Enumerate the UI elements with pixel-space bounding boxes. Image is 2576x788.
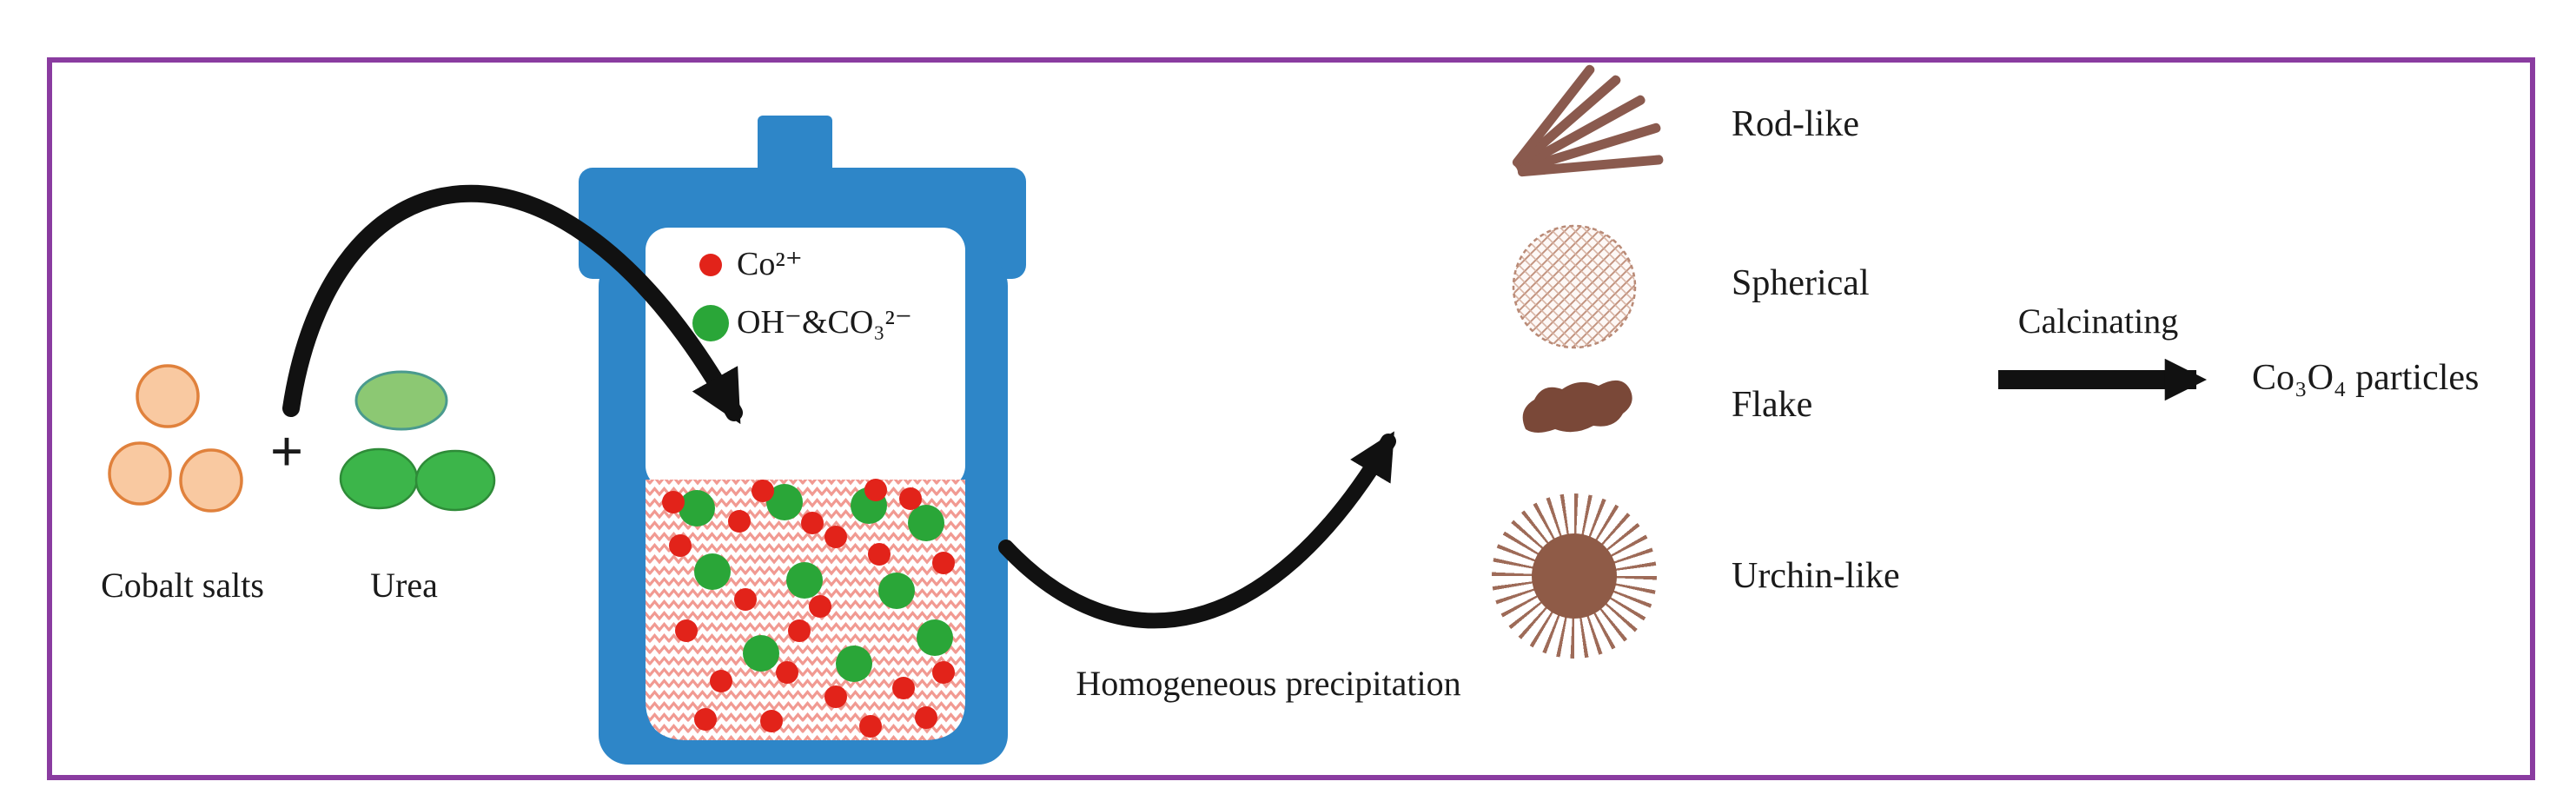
urea-icon — [339, 370, 496, 512]
homogeneous-precipitation-label: Homogeneous precipitation — [1076, 664, 1461, 703]
reactants-to-vessel-arrow — [282, 184, 743, 425]
rod-like-label: Rod-like — [1732, 104, 1859, 144]
urea-label: Urea — [370, 566, 438, 605]
cobalt-salts-label: Cobalt salts — [101, 566, 264, 605]
spherical-label: Spherical — [1732, 263, 1870, 303]
urchin-like-icon — [1492, 493, 1657, 659]
plus-sign: + — [269, 418, 304, 484]
co2-legend-label: Co²⁺ — [737, 246, 803, 282]
reaction-vessel — [579, 116, 1026, 765]
cobalt-ions — [662, 479, 955, 738]
figure-border — [47, 57, 2535, 780]
spherical-icon — [1512, 224, 1637, 349]
calcinating-label: Calcinating — [2017, 301, 2179, 341]
vessel-to-morphologies-arrow — [998, 431, 1396, 629]
co2-legend-dot — [699, 254, 722, 276]
urchin-like-label: Urchin-like — [1732, 556, 1900, 596]
vessel-knob — [758, 116, 832, 176]
flake-label: Flake — [1732, 385, 1813, 425]
hydroxide-ions — [679, 484, 953, 682]
cobalt-salts-icon — [108, 364, 243, 513]
flake-icon — [1522, 380, 1632, 433]
rod-like-icon — [1512, 64, 1664, 177]
hydroxide-legend-label: OH⁻&CO₃²⁻ — [737, 304, 912, 341]
product-label: Co₃O₄ particles — [2252, 358, 2480, 398]
hydroxide-legend-dot — [692, 305, 729, 341]
